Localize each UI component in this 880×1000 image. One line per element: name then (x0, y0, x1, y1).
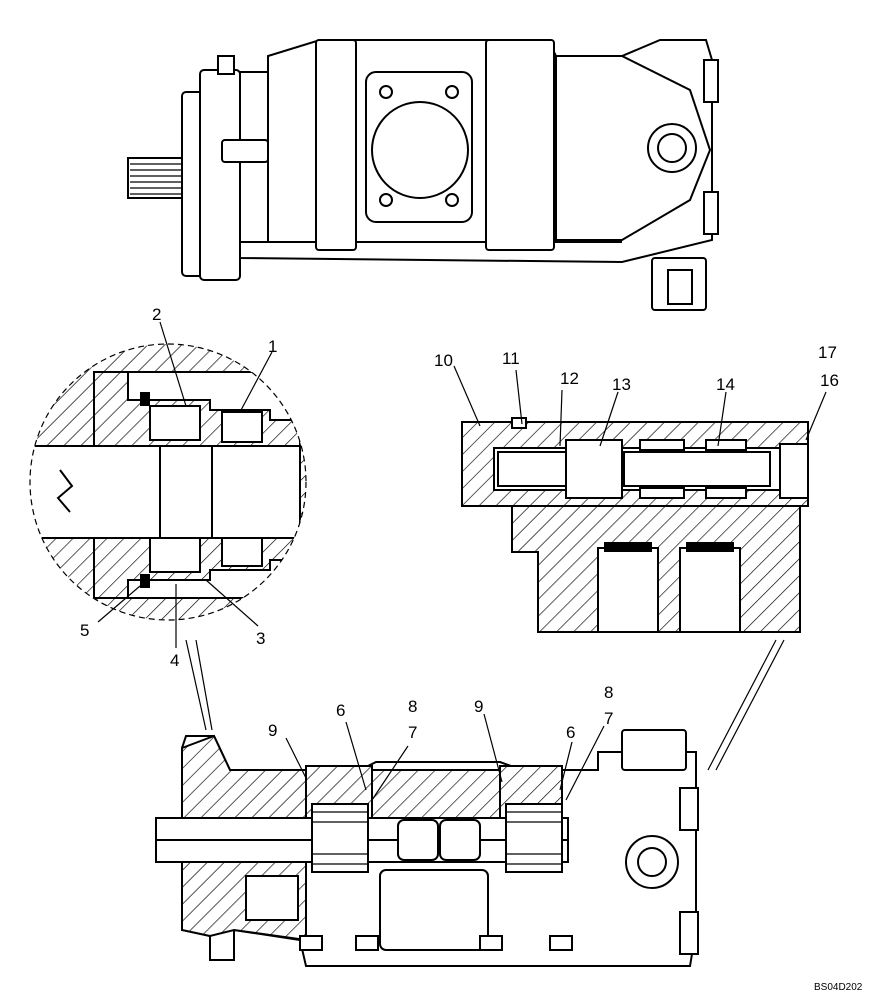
callout-1: 1 (268, 337, 277, 356)
seal-detail-view (29, 343, 307, 621)
callout-5: 5 (80, 621, 89, 640)
drawing-reference: BS04D202 (814, 982, 863, 993)
callout-6-left: 6 (336, 701, 345, 720)
callout-6-right: 6 (566, 723, 575, 742)
callout-8-right: 8 (604, 683, 613, 702)
callout-7-left: 7 (408, 723, 417, 742)
callout-10: 10 (434, 351, 453, 370)
callout-labels: 1 2 3 4 5 10 11 12 13 14 17 16 9 6 8 7 9… (80, 305, 863, 993)
callout-9-right: 9 (474, 697, 483, 716)
callout-4: 4 (170, 651, 179, 670)
valve-section-view (461, 417, 809, 633)
callout-16: 16 (820, 371, 839, 390)
callout-13: 13 (612, 375, 631, 394)
callout-17: 17 (818, 343, 837, 362)
callout-14: 14 (716, 375, 735, 394)
callout-7-right: 7 (604, 709, 613, 728)
leader-lines (97, 321, 827, 801)
callout-2: 2 (152, 305, 161, 324)
callout-8-left: 8 (408, 697, 417, 716)
callout-9-left: 9 (268, 721, 277, 740)
callout-3: 3 (256, 629, 265, 648)
callout-12: 12 (560, 369, 579, 388)
callout-11: 11 (502, 349, 520, 368)
pump-exterior-view (127, 39, 719, 311)
pump-section-view (155, 729, 699, 967)
